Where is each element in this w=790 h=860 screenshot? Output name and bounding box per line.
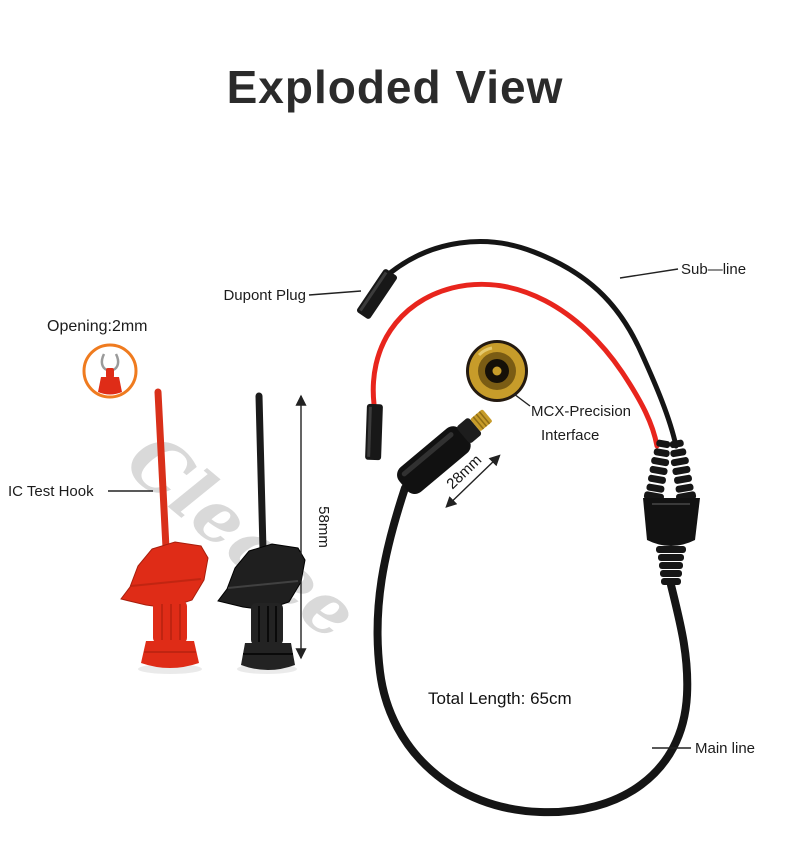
mcx-interface-label-line2: Interface xyxy=(541,427,600,444)
dimension-58mm-label: 58mm xyxy=(315,506,332,548)
y-splitter xyxy=(643,439,700,585)
sub-line-cable-red xyxy=(370,281,660,449)
dupont-plug-leader xyxy=(308,290,362,296)
dupont-plug-label: Dupont Plug xyxy=(223,287,306,304)
mcx-interface-label: MCX-Precision Interface xyxy=(531,400,631,448)
opening-label: Opening:2mm xyxy=(47,318,148,335)
leader-lines xyxy=(108,268,691,749)
dimension-58mm: 58mm xyxy=(295,394,332,660)
main-line-label: Main line xyxy=(695,740,756,757)
mcx-connector-face xyxy=(466,340,528,402)
sub-line-leader xyxy=(619,268,679,279)
main-line-cable xyxy=(373,484,692,817)
sub-line-label: Sub—line xyxy=(681,261,747,278)
ic-test-hook-label: IC Test Hook xyxy=(8,483,94,500)
hook-prong-left xyxy=(100,353,108,372)
brand-watermark: Cleqee xyxy=(111,416,374,656)
sub-line-cable-black xyxy=(387,239,679,449)
hook-prong-right xyxy=(112,353,120,372)
dupont-plug-top xyxy=(356,269,398,319)
ic-test-hook-red xyxy=(120,388,209,668)
mcx-connector-barrel xyxy=(397,409,492,495)
mcx-interface-label-line1: MCX-Precision xyxy=(531,403,632,420)
total-length-label: Total Length: 65cm xyxy=(428,689,572,708)
mcx-leader xyxy=(513,393,531,407)
dupont-plug-bottom xyxy=(365,403,383,461)
ic-test-hook-black xyxy=(217,392,306,670)
page-title: Exploded View xyxy=(226,61,564,113)
opening-detail xyxy=(82,343,138,399)
